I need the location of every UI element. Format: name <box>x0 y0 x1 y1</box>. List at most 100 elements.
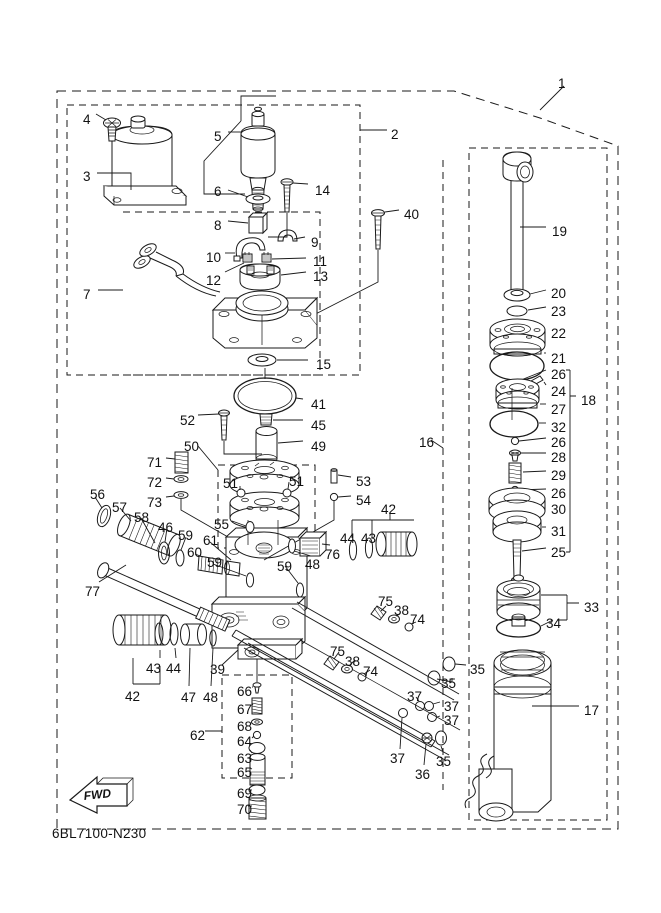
part-48b-oring <box>288 538 296 554</box>
pump-motor-mount-housing <box>211 290 319 349</box>
leader-16 <box>430 439 444 449</box>
callout-number-64: 64 <box>237 734 253 749</box>
part-37c-oring <box>427 712 437 722</box>
part-9-clip <box>277 229 298 242</box>
part-33-cylinder-cap <box>496 574 541 622</box>
callout-number-40: 40 <box>404 207 420 222</box>
leader-5-tail <box>203 120 245 195</box>
part-4-motor-bolt <box>103 117 121 142</box>
leader-48a <box>210 647 214 687</box>
callout-number-21: 21 <box>551 351 567 366</box>
part-3-electric-motor <box>102 115 188 206</box>
callout-number-18: 18 <box>581 393 597 408</box>
callout-number-43a: 43 <box>146 661 162 676</box>
callout-number-11: 11 <box>313 254 328 269</box>
callout-number-48a: 48 <box>203 690 219 705</box>
callout-number-6: 6 <box>214 184 222 199</box>
leader-59a <box>180 536 187 551</box>
part-68-washer <box>251 718 263 726</box>
callout-number-1: 1 <box>558 76 566 91</box>
callout-number-29: 29 <box>551 468 567 483</box>
part-60-spring <box>197 555 224 575</box>
callout-number-14: 14 <box>315 183 331 198</box>
part-43b-oring <box>364 537 374 559</box>
part-29-spring <box>508 462 522 484</box>
part-57-piston <box>117 513 181 557</box>
leader-60 <box>194 553 204 558</box>
part-56-oring <box>96 504 112 528</box>
part-35c-oring <box>435 730 447 746</box>
callout-number-52: 52 <box>180 413 196 428</box>
leader-47 <box>188 647 191 687</box>
part-74a-oring <box>404 622 414 632</box>
leader-35b <box>436 678 453 683</box>
leader-26b <box>518 437 547 442</box>
callout-number-26a: 26 <box>551 367 567 382</box>
part-71-spring <box>174 451 189 474</box>
callout-number-66: 66 <box>237 684 253 699</box>
callout-number-5: 5 <box>214 129 222 144</box>
leader-49 <box>277 440 304 444</box>
callout-number-55: 55 <box>214 517 230 532</box>
callout-number-38b: 38 <box>345 654 361 669</box>
group-2-boundary <box>66 104 361 376</box>
leader-74b <box>363 669 371 675</box>
callout-number-44a: 44 <box>166 661 182 676</box>
callout-number-77: 77 <box>85 584 101 599</box>
callout-number-26c: 26 <box>551 486 567 501</box>
leader-3 <box>97 172 132 190</box>
leader-76 <box>321 543 331 546</box>
callout-number-43b: 43 <box>361 531 377 546</box>
leader-42b-bracket <box>351 512 414 538</box>
callout-number-35c: 35 <box>436 754 452 769</box>
callout-number-76: 76 <box>325 547 341 562</box>
leader-33-bracket <box>541 594 579 621</box>
part-72-washer <box>173 475 189 483</box>
callout-number-75a: 75 <box>378 594 394 609</box>
part-67-spring <box>251 697 263 715</box>
leader-13 <box>280 271 307 276</box>
callout-number-75b: 75 <box>330 644 346 659</box>
part-44a-oring <box>169 622 179 646</box>
part-27-piston-lower <box>495 378 540 420</box>
part-77-rod <box>97 562 231 632</box>
leader-73 <box>165 495 175 498</box>
callout-number-28: 28 <box>551 450 567 465</box>
callout-number-23: 23 <box>551 304 567 319</box>
callout-number-30: 30 <box>551 502 567 517</box>
callout-number-56: 56 <box>90 487 106 502</box>
leader-6 <box>227 189 249 198</box>
leader-75b <box>333 651 340 660</box>
part-66-screw <box>252 682 262 694</box>
callout-number-51a: 51 <box>223 476 239 491</box>
callout-number-20: 20 <box>551 286 567 301</box>
callout-number-22: 22 <box>551 326 567 341</box>
callout-number-32: 32 <box>551 420 567 435</box>
callout-number-19: 19 <box>552 224 568 239</box>
callout-number-61: 61 <box>203 533 219 548</box>
callout-number-70: 70 <box>237 802 253 817</box>
leader-59b <box>212 563 247 577</box>
leader-37d <box>399 717 403 750</box>
part-11-terminal <box>261 252 272 263</box>
leader-40-tail <box>299 250 379 323</box>
callout-number-41: 41 <box>311 397 327 412</box>
callout-number-44b: 44 <box>340 531 356 546</box>
part-61-plug <box>224 560 241 577</box>
part-31-piston-disc2 <box>492 510 542 543</box>
leader-42a-bracket <box>132 658 161 685</box>
part-42b-cylinder <box>375 531 418 557</box>
callout-number-45: 45 <box>311 418 327 433</box>
callout-number-42b: 42 <box>381 502 397 517</box>
part-59c-oring <box>295 582 305 598</box>
part-40-bolt <box>371 209 385 250</box>
leader-18-bracket <box>566 369 576 553</box>
leader-36 <box>423 743 427 766</box>
callout-number-38a: 38 <box>394 603 410 618</box>
leader-63 <box>249 749 253 754</box>
part-70-spring <box>248 794 267 820</box>
group-7-boundary <box>123 211 321 376</box>
part-46-oring <box>158 541 170 565</box>
callout-number-60: 60 <box>187 545 203 560</box>
part-59a-oring <box>175 549 185 567</box>
